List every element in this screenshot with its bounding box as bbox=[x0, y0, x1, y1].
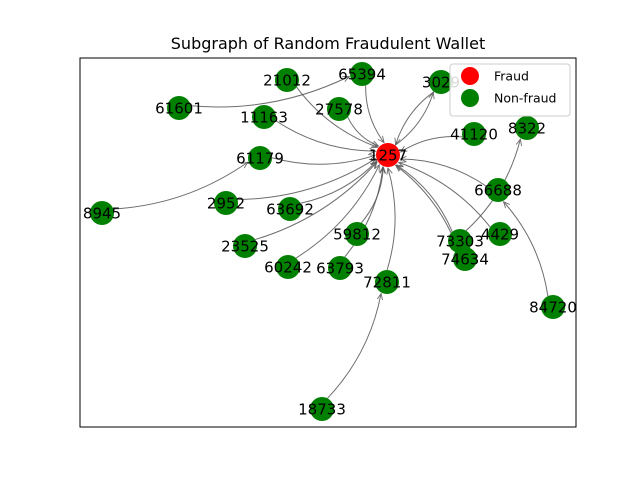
legend-nonfraud-label: Non-fraud bbox=[494, 91, 557, 106]
edge-63793-to-1257 bbox=[344, 167, 383, 258]
legend-box bbox=[449, 63, 571, 117]
edge-8945-to-61179 bbox=[113, 162, 247, 210]
node-21012 bbox=[275, 68, 299, 92]
edge-27578-to-1257 bbox=[347, 116, 379, 146]
node-65394 bbox=[350, 62, 374, 86]
legend-fraud-label: Fraud bbox=[494, 69, 529, 84]
node-label-63793: 63793 bbox=[316, 260, 364, 278]
node-label-4429: 4429 bbox=[481, 226, 519, 244]
edge-66688-to-1257 bbox=[400, 159, 487, 187]
node-60242 bbox=[276, 255, 300, 279]
edge-11163-to-1257 bbox=[275, 120, 375, 152]
node-8322 bbox=[515, 116, 539, 140]
node-label-8322: 8322 bbox=[508, 120, 546, 138]
node-label-60242: 60242 bbox=[264, 259, 312, 277]
edge-60242-to-1257 bbox=[295, 165, 379, 259]
edge-18733-to-72811 bbox=[327, 294, 381, 399]
node-label-63692: 63692 bbox=[266, 201, 314, 219]
node-label-1257: 1257 bbox=[369, 147, 407, 165]
edge-2952-to-1257 bbox=[237, 159, 376, 201]
node-72811 bbox=[375, 270, 399, 294]
node-8945 bbox=[90, 201, 114, 225]
node-label-41120: 41120 bbox=[450, 126, 498, 144]
node-label-61179: 61179 bbox=[236, 150, 284, 168]
edge-63692-to-1257 bbox=[300, 161, 377, 204]
edge-41120-to-1257 bbox=[401, 135, 463, 151]
edge-4429-to-1257 bbox=[399, 162, 491, 228]
node-63793 bbox=[328, 256, 352, 280]
legend-nonfraud-marker bbox=[461, 89, 479, 107]
edge-1257-to-3029 bbox=[394, 93, 433, 146]
edge-21012-to-1257 bbox=[296, 86, 378, 147]
node-label-21012: 21012 bbox=[263, 72, 311, 90]
node-66688 bbox=[486, 178, 510, 202]
node-label-11163: 11163 bbox=[240, 109, 288, 127]
node-18733 bbox=[310, 397, 334, 421]
node-label-66688: 66688 bbox=[474, 182, 522, 200]
legend: Fraud Non-fraud bbox=[449, 63, 571, 117]
node-59812 bbox=[345, 222, 369, 246]
node-2952 bbox=[214, 191, 238, 215]
legend-fraud-marker bbox=[461, 67, 479, 85]
nodes-layer bbox=[90, 62, 565, 421]
edges-layer bbox=[113, 76, 549, 399]
node-23525 bbox=[233, 234, 257, 258]
node-label-61601: 61601 bbox=[155, 100, 203, 118]
node-label-23525: 23525 bbox=[221, 238, 269, 256]
node-73303 bbox=[448, 229, 472, 253]
node-74634 bbox=[453, 247, 477, 271]
node-41120 bbox=[462, 122, 486, 146]
edge-65394-to-1257 bbox=[365, 85, 384, 142]
edge-61601-to-65394 bbox=[190, 76, 349, 108]
edge-73303-to-1257 bbox=[396, 165, 453, 232]
edge-23525-to-1257 bbox=[254, 162, 377, 241]
node-27578 bbox=[327, 97, 351, 121]
plot-frame bbox=[79, 57, 577, 428]
edge-72811-to-1257 bbox=[387, 168, 396, 271]
node-label-84720: 84720 bbox=[529, 299, 577, 317]
node-label-8945: 8945 bbox=[83, 205, 121, 223]
edge-84720-to-66688 bbox=[504, 202, 549, 297]
node-3029 bbox=[429, 70, 453, 94]
node-label-59812: 59812 bbox=[333, 226, 381, 244]
node-label-72811: 72811 bbox=[363, 274, 411, 292]
node-63692 bbox=[278, 197, 302, 221]
node-label-73303: 73303 bbox=[436, 233, 484, 251]
node-label-27578: 27578 bbox=[315, 101, 363, 119]
node-61601 bbox=[167, 96, 191, 120]
node-11163 bbox=[252, 105, 276, 129]
node-4429 bbox=[488, 222, 512, 246]
node-label-74634: 74634 bbox=[441, 251, 489, 269]
node-61179 bbox=[248, 146, 272, 170]
node-84720 bbox=[541, 295, 565, 319]
node-label-2952: 2952 bbox=[207, 195, 245, 213]
edge-61179-to-1257 bbox=[271, 155, 375, 165]
chart-title: Subgraph of Random Fraudulent Wallet bbox=[171, 34, 485, 53]
node-label-18733: 18733 bbox=[298, 401, 346, 419]
node-1257 bbox=[376, 143, 400, 167]
node-label-65394: 65394 bbox=[338, 66, 386, 84]
